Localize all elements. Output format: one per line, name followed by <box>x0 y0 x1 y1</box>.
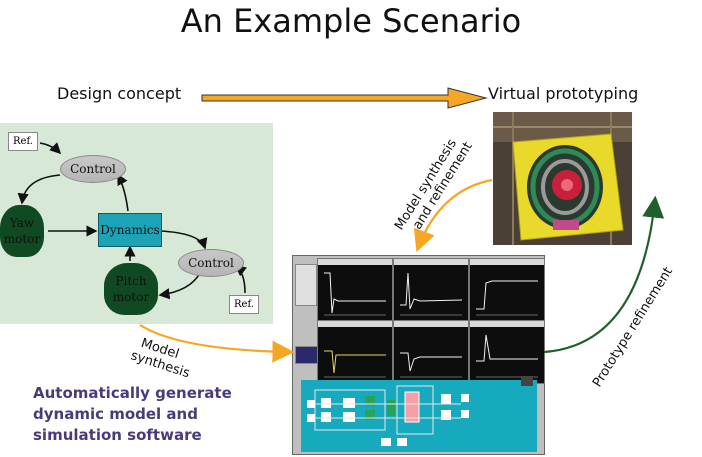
yaw-motor-block: Yaw motor <box>0 205 44 257</box>
caption-line-1: Automatically generate <box>33 384 232 402</box>
pitch-motor-label-2: motor <box>112 290 150 304</box>
ref-top-box: Ref. <box>8 132 38 151</box>
gimbal-render-image <box>493 112 632 245</box>
yaw-motor-label-2: motor <box>3 232 41 246</box>
design-concept-label: Design concept <box>57 84 182 103</box>
block-diagram-panel: Ref. Control Yaw motor Dynamics Control … <box>0 123 273 324</box>
virtual-prototype-render <box>493 112 632 245</box>
simulink-blocks <box>307 385 469 446</box>
control-top-block: Control <box>60 155 126 183</box>
automatic-generation-caption: Automatically generate dynamic model and… <box>33 383 232 446</box>
pitch-motor-label-1: Pitch <box>115 274 147 288</box>
simulation-window-screenshot <box>292 255 545 455</box>
sim-plot-2 <box>393 258 469 322</box>
control-bottom-block: Control <box>178 249 244 277</box>
simulink-block-panel <box>301 380 537 452</box>
block-diagram-arrows <box>17 142 248 300</box>
concept-to-prototype-arrow <box>201 87 488 109</box>
dynamics-block: Dynamics <box>98 213 162 247</box>
page-title: An Example Scenario <box>180 2 522 40</box>
sim-plot-4 <box>317 320 393 384</box>
sim-plot-3 <box>469 258 545 322</box>
sim-plot-1 <box>317 258 393 322</box>
caption-line-2: dynamic model and <box>33 405 198 423</box>
pitch-motor-block: Pitch motor <box>104 263 158 315</box>
yaw-motor-label-1: Yaw <box>9 216 35 230</box>
caption-line-3: simulation software <box>33 426 202 444</box>
sim-plot-6 <box>469 320 545 384</box>
ref-bottom-box: Ref. <box>229 295 259 314</box>
sim-window-logo-icon <box>521 376 533 386</box>
virtual-prototyping-label: Virtual prototyping <box>488 84 639 103</box>
